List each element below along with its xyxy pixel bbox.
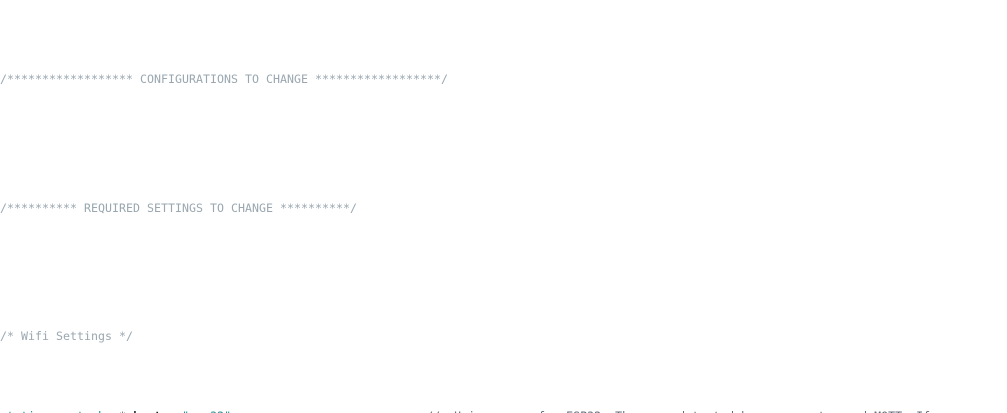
assign-operator: = [161, 409, 182, 413]
code-line-4[interactable] [0, 264, 1007, 280]
code-line-6[interactable]: static const char* host = "esp32"; // Uni… [0, 408, 1007, 413]
type-char: char [91, 409, 119, 413]
semicolon: ; [231, 409, 238, 413]
string-host-value: "esp32" [182, 409, 231, 413]
code-line-2[interactable] [0, 135, 1007, 151]
banner-comment-required-settings: /********** REQUIRED SETTINGS TO CHANGE … [0, 200, 358, 215]
pointer-star: * [119, 409, 126, 413]
inline-comment-host: // Unique name for ESP32. The name detec… [426, 409, 1007, 413]
keyword-const: const [49, 409, 84, 413]
identifier-host: host [133, 409, 161, 413]
code-line-1[interactable]: /****************** CONFIGURATIONS TO CH… [0, 71, 1007, 87]
code-line-3[interactable]: /********** REQUIRED SETTINGS TO CHANGE … [0, 200, 1007, 216]
section-comment-wifi: /* Wifi Settings */ [0, 328, 134, 343]
keyword-static: static [0, 409, 42, 413]
banner-comment-configurations: /****************** CONFIGURATIONS TO CH… [0, 72, 449, 87]
code-line-5[interactable]: /* Wifi Settings */ [0, 328, 1007, 344]
